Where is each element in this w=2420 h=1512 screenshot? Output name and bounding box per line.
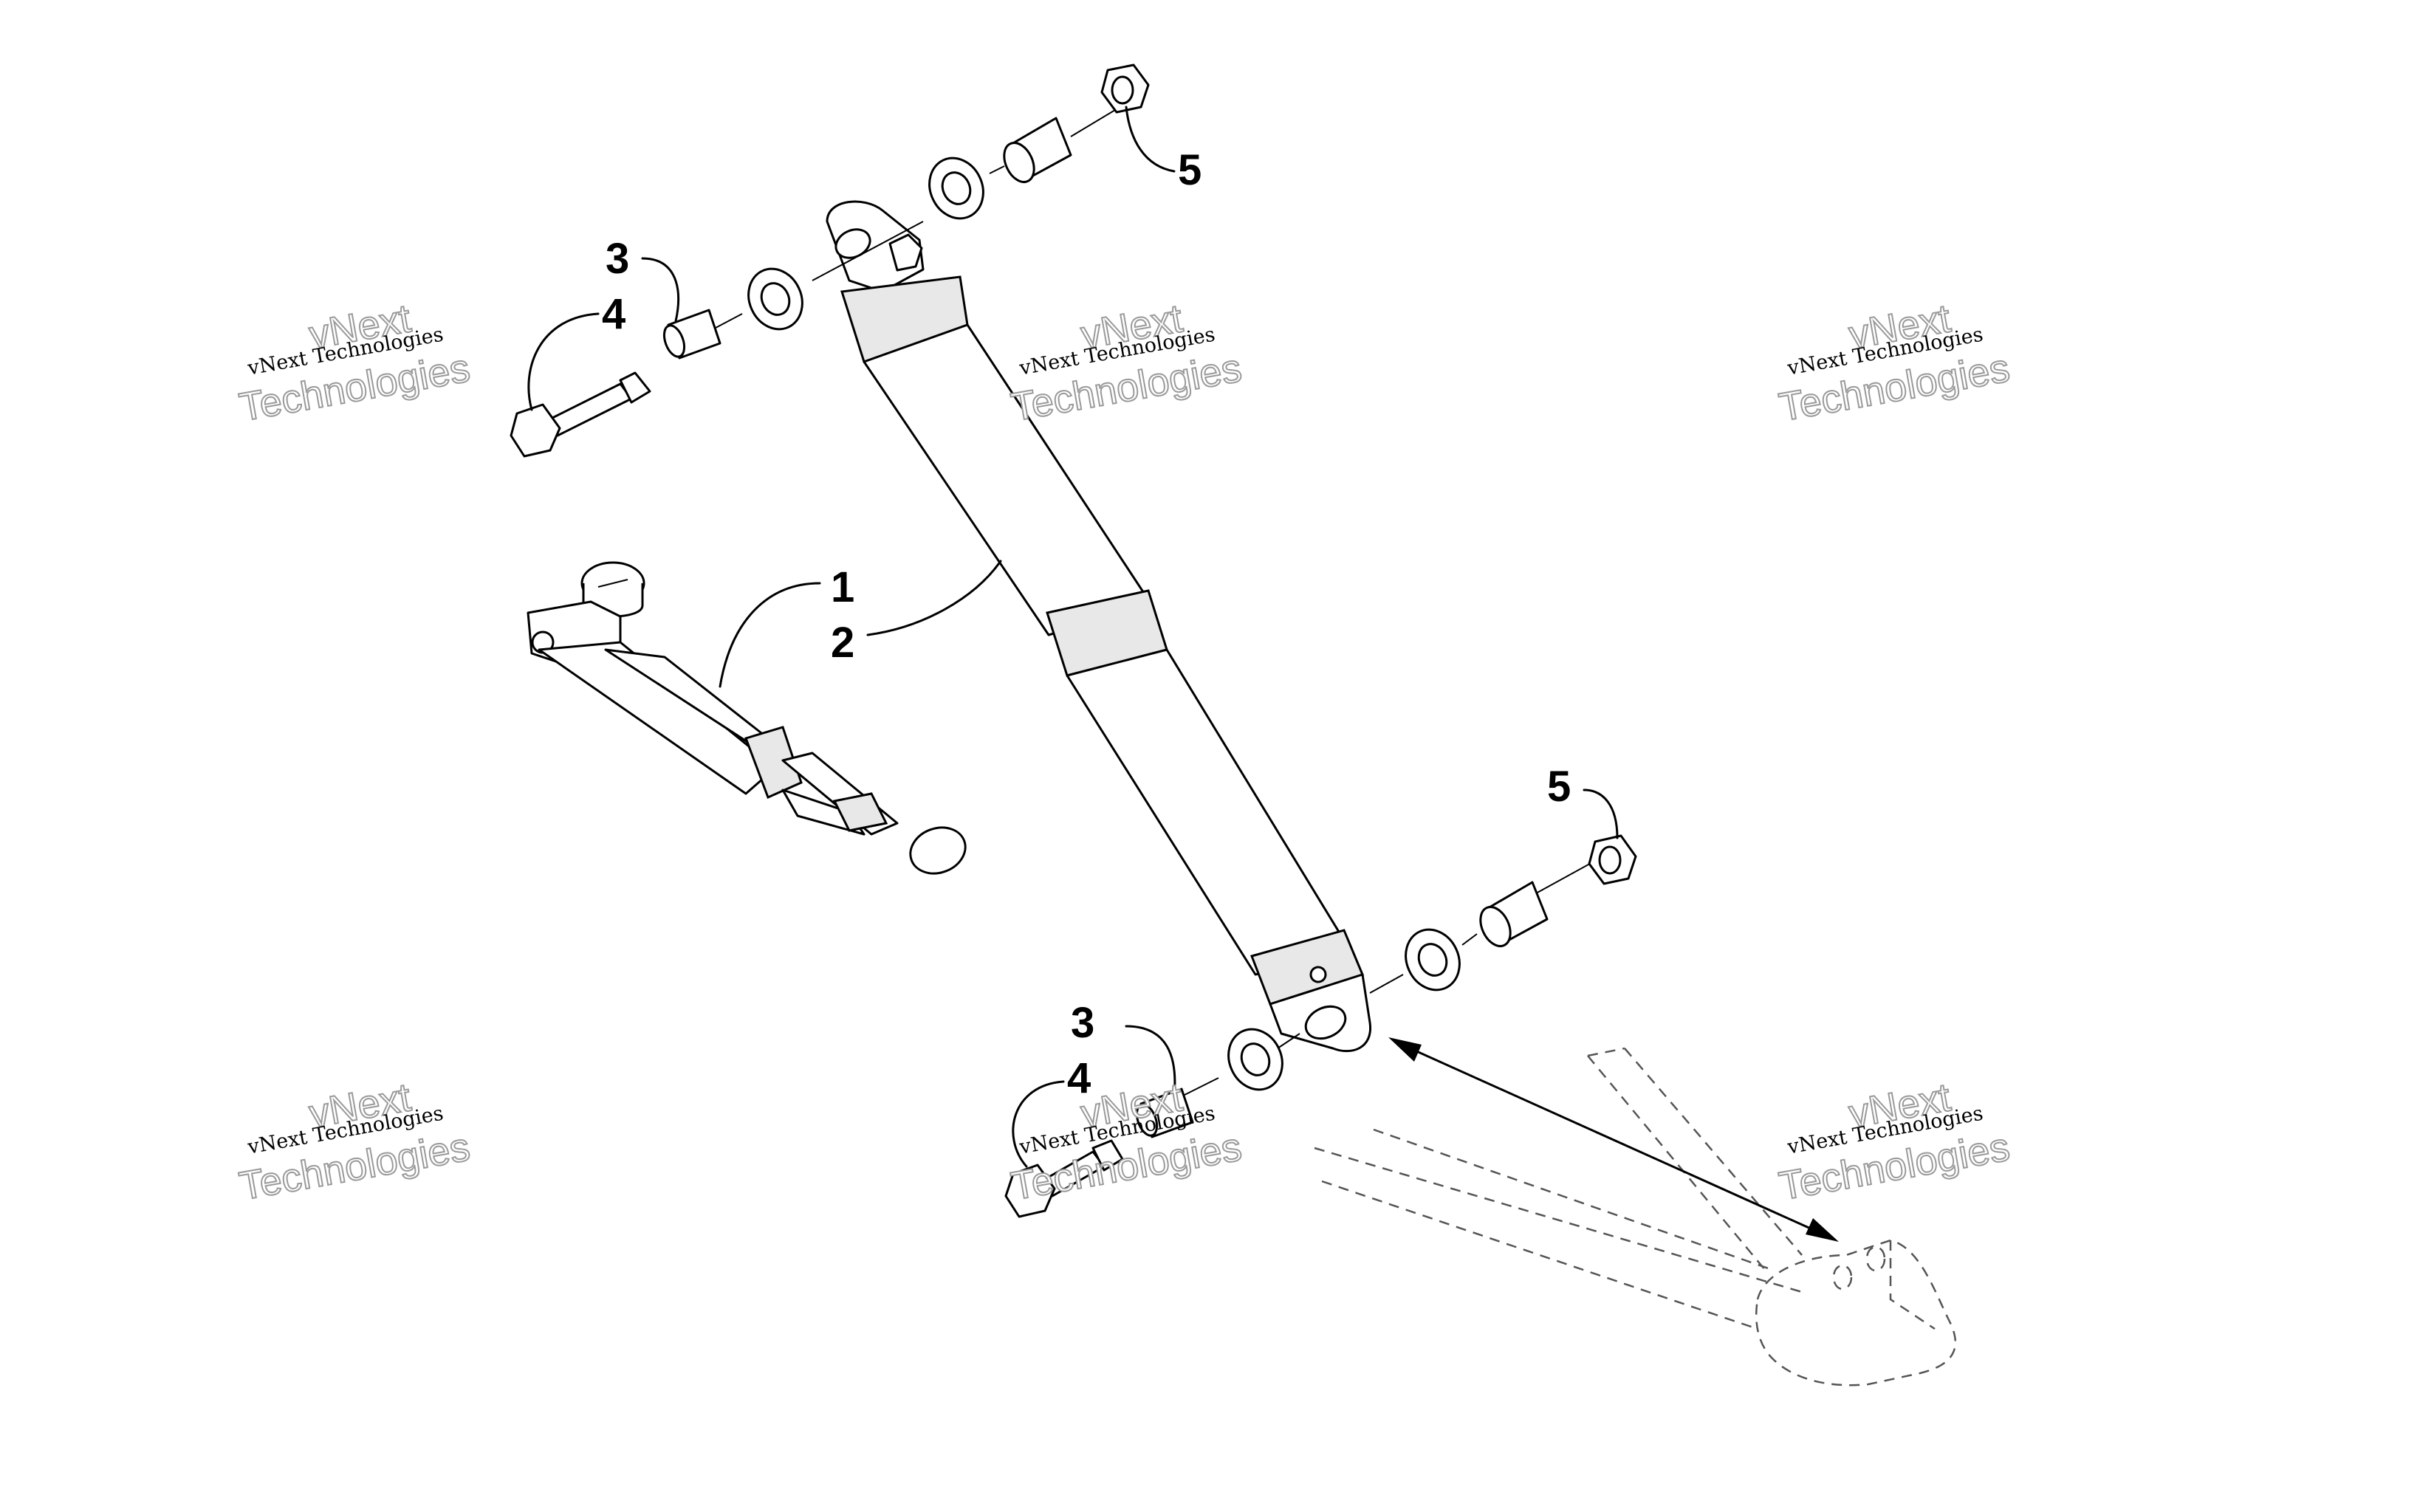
callout-3-bottom: 3 (1071, 999, 1094, 1047)
watermark-top-left: vNext vNext Technologies Technologies (236, 295, 474, 430)
callout-4-top: 4 (602, 290, 625, 338)
callout-5-top: 5 (1178, 146, 1202, 194)
watermark-bottom-left: vNext vNext Technologies Technologies (236, 1074, 474, 1209)
callout-1: 1 (831, 563, 854, 611)
callout-5-right: 5 (1547, 763, 1571, 811)
watermark-top-center: vNext vNext Technologies Technologies (1007, 295, 1246, 430)
a-arm-phantom (1314, 1047, 1957, 1386)
watermark-bottom-center: vNext vNext Technologies Technologies (1007, 1074, 1246, 1209)
callout-3-top: 3 (606, 235, 629, 283)
shock-absorber (826, 200, 1371, 1053)
shock-pump (527, 561, 967, 875)
watermark-top-right: vNext vNext Technologies Technologies (1775, 295, 2014, 430)
lower-hardware (1004, 788, 1637, 1218)
distance-arrow (1388, 1037, 1839, 1242)
callout-4-bottom: 4 (1067, 1054, 1091, 1102)
watermark-bottom-right: vNext vNext Technologies Technologies (1775, 1074, 2014, 1209)
callout-2: 2 (831, 619, 854, 667)
upper-hardware (510, 63, 1176, 458)
